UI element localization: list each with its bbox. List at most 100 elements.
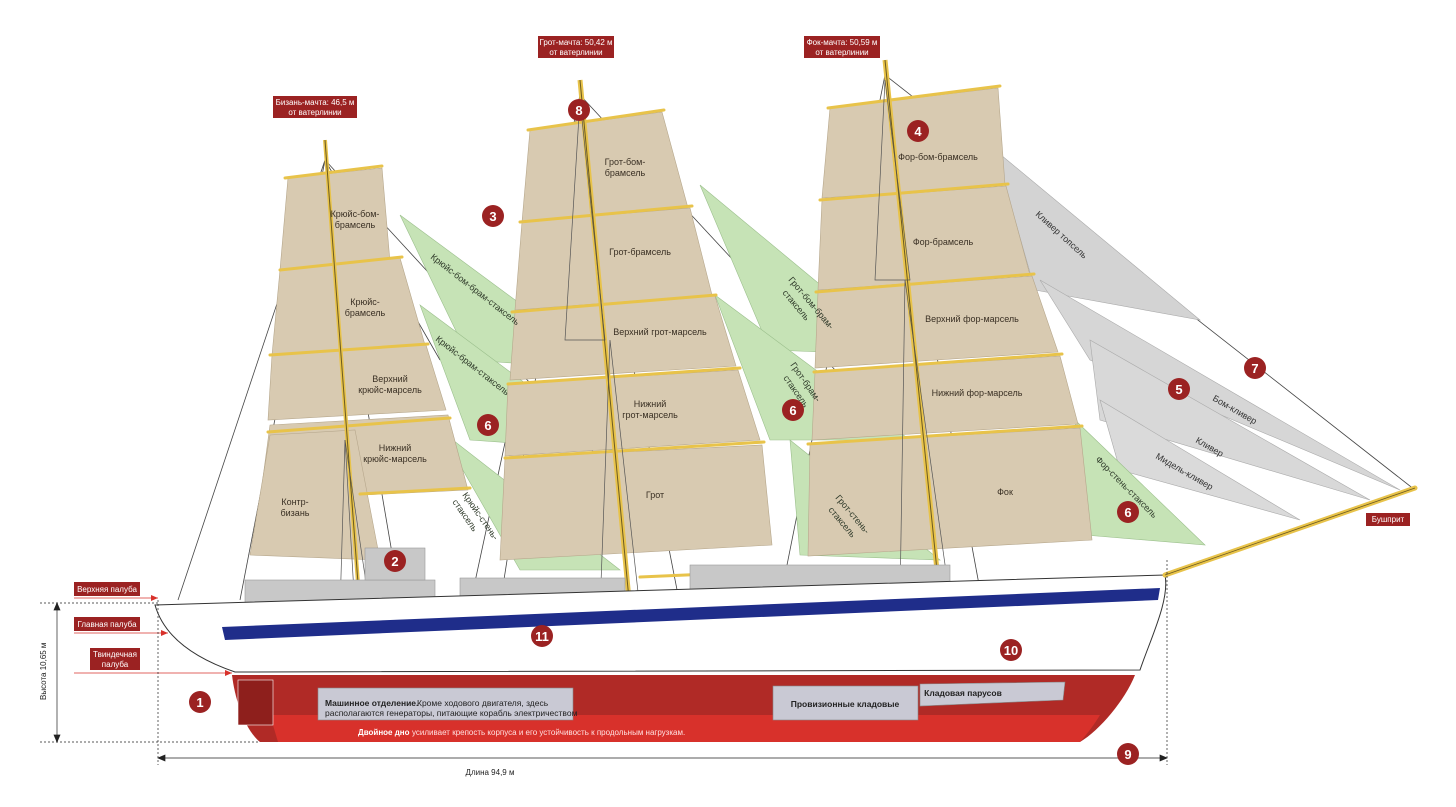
badge-mizzen: Бизань-мачта: 46,5 м от ватерлинии	[273, 96, 357, 118]
hull-stripe	[222, 588, 1160, 640]
label-mz-lower-top-1: Нижний	[379, 443, 412, 453]
label-engine-text-2: располагаются генераторы, питающие кораб…	[325, 708, 578, 718]
badge-main: Грот-мачта: 50,42 м от ватерлинии	[538, 36, 614, 58]
label-fr-topgallant: Фор-брамсель	[913, 237, 974, 247]
fore-sail-labels: Фор-бом-брамсель Фор-брамсель Верхний фо…	[898, 152, 1023, 497]
svg-text:1: 1	[196, 695, 203, 710]
label-mz-upper-top-1: Верхний	[372, 374, 407, 384]
jibs	[994, 149, 1401, 521]
sail-mn-topgallant	[514, 207, 713, 311]
mizzen-sail-labels: Крюйс-бом- брамсель Крюйс- брамсель Верх…	[281, 209, 428, 518]
label-fr-royal: Фор-бом-брамсель	[898, 152, 978, 162]
marker-6b: 6	[782, 399, 804, 421]
badge-main-line2: от ватерлинии	[549, 48, 602, 57]
engine-room	[317, 687, 574, 721]
double-bottom	[270, 715, 1100, 742]
badge-fore-line2: от ватерлинии	[815, 48, 868, 57]
svg-text:9: 9	[1124, 747, 1131, 762]
label-upper-deck: Верхняя палуба	[77, 585, 137, 594]
label-mn-lower-top-2: грот-марсель	[622, 410, 678, 420]
svg-text:6: 6	[1124, 505, 1131, 520]
label-length: Длина 94,9 м	[466, 768, 515, 777]
label-mn-course: Грот	[646, 490, 664, 500]
sail-mz-topgallant	[271, 257, 426, 356]
deck-labels: Верхняя палуба Главная палуба Твиндечная…	[74, 582, 232, 676]
badge-fore-line1: Фок-мачта: 50,59 м	[807, 38, 878, 47]
label-mn-royal-2: брамсель	[605, 168, 646, 178]
label-mz-spanker-2: бизань	[281, 508, 310, 518]
label-tween-deck-2: палуба	[102, 660, 129, 669]
jib-inner	[1099, 399, 1301, 521]
badge-mizzen-line2: от ватерлинии	[288, 108, 341, 117]
label-mz-topgallant-1: Крюйс-	[350, 297, 380, 307]
label-mn-topgallant: Грот-брамсель	[609, 247, 671, 257]
jib-outer	[1039, 279, 1401, 491]
number-markers: 1 2 3 4 5 6 6 6 7 8 9 10 11	[189, 99, 1266, 765]
svg-text:8: 8	[575, 103, 582, 118]
dimensions	[40, 560, 1168, 765]
marker-4: 4	[907, 120, 929, 142]
badge-fore: Фок-мачта: 50,59 м от ватерлинии	[804, 36, 880, 58]
marker-8: 8	[568, 99, 590, 121]
bowsprit-badge: Бушприт	[1366, 513, 1410, 526]
marker-2: 2	[384, 550, 406, 572]
marker-10: 10	[1000, 639, 1022, 661]
label-height: Высота 10,65 м	[39, 643, 48, 700]
label-provisions: Провизионные кладовые	[791, 699, 900, 709]
svg-text:3: 3	[489, 209, 496, 224]
marker-3: 3	[482, 205, 504, 227]
yards	[266, 84, 1084, 579]
label-mz-spanker-1: Контр-	[281, 497, 308, 507]
label-mz-royal-1: Крюйс-бом-	[331, 209, 380, 219]
label-engine-title: Машинное отделение.	[325, 698, 418, 708]
label-mz-royal-2: брамсель	[335, 220, 376, 230]
sail-mz-upper-top	[267, 344, 447, 421]
hold-labels: Машинное отделение. Кроме ходового двига…	[325, 688, 1002, 737]
label-mz-lower-top-2: крюйс-марсель	[363, 454, 427, 464]
holds	[237, 679, 1066, 726]
sail-mn-course	[499, 444, 773, 561]
svg-text:7: 7	[1251, 361, 1258, 376]
label-mz-upper-top-2: крюйс-марсель	[358, 385, 422, 395]
label-engine-text-1: Кроме ходового двигателя, здесь	[417, 698, 549, 708]
label-mn-royal-1: Грот-бом-	[605, 157, 646, 167]
label-main-deck: Главная палуба	[77, 620, 137, 629]
svg-text:11: 11	[535, 629, 549, 644]
marker-7: 7	[1244, 357, 1266, 379]
label-mn-lower-top-1: Нижний	[634, 399, 667, 409]
label-tween-deck-1: Твиндечная	[93, 650, 137, 659]
label-double-bottom-title: Двойное дно	[358, 728, 410, 737]
label-fr-course: Фок	[997, 487, 1013, 497]
svg-text:6: 6	[789, 403, 796, 418]
marker-6a: 6	[477, 414, 499, 436]
marker-5: 5	[1168, 378, 1190, 400]
provisions-room	[772, 685, 919, 721]
svg-text:4: 4	[914, 124, 922, 139]
sail-locker-room	[919, 681, 1066, 707]
label-bowsprit: Бушприт	[1372, 515, 1405, 524]
mizzen-sails	[249, 167, 469, 561]
marker-1: 1	[189, 691, 211, 713]
badge-mizzen-line1: Бизань-мачта: 46,5 м	[276, 98, 355, 107]
propeller-box	[237, 679, 274, 726]
main-sail-labels: Грот-бом- брамсель Грот-брамсель Верхний…	[605, 157, 707, 500]
label-fr-upper-top: Верхний фор-марсель	[925, 314, 1019, 324]
fore-sails	[807, 87, 1093, 557]
marker-6c: 6	[1117, 501, 1139, 523]
badge-main-line1: Грот-мачта: 50,42 м	[539, 38, 612, 47]
label-mz-topgallant-2: брамсель	[345, 308, 386, 318]
svg-text:6: 6	[484, 418, 491, 433]
label-fr-lower-top: Нижний фор-марсель	[932, 388, 1023, 398]
svg-text:5: 5	[1175, 382, 1182, 397]
main-sails	[499, 111, 773, 561]
label-double-bottom-text: усиливает крепость корпуса и его устойчи…	[412, 728, 685, 737]
masts	[323, 59, 943, 611]
label-mn-upper-top: Верхний грот-марсель	[613, 327, 707, 337]
marker-11: 11	[531, 625, 553, 647]
svg-text:2: 2	[391, 554, 398, 569]
svg-text:10: 10	[1004, 643, 1018, 658]
label-sail-locker: Кладовая парусов	[924, 688, 1002, 698]
jib-jib	[1089, 339, 1371, 501]
marker-9: 9	[1117, 743, 1139, 765]
